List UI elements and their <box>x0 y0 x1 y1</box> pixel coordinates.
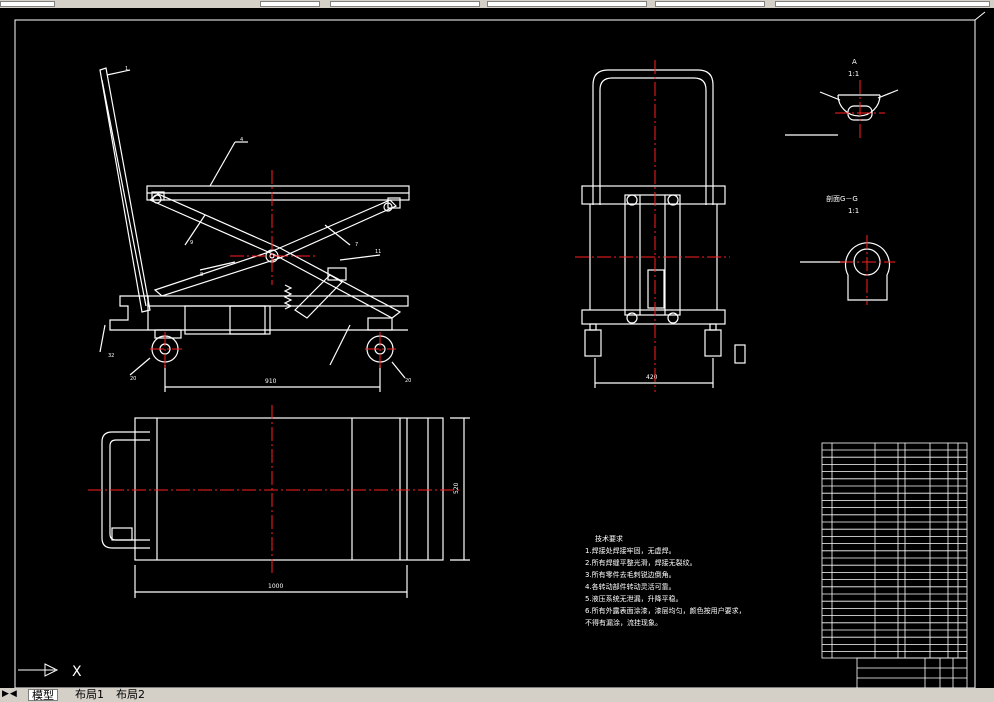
dim-width-top: 520 <box>453 482 460 494</box>
toolbar-field[interactable] <box>0 1 55 7</box>
toolbar-field[interactable] <box>260 1 320 7</box>
ucs-axis-icon <box>18 663 59 677</box>
note-item: 4.各转动部件转动灵活可靠。 <box>585 582 676 591</box>
svg-text:11: 11 <box>375 249 381 255</box>
note-item: 1.焊接处焊接牢固，无虚焊。 <box>585 546 676 555</box>
svg-text:20: 20 <box>405 378 411 384</box>
side-view <box>99 67 410 392</box>
front-view <box>581 69 746 388</box>
svg-text:9: 9 <box>190 240 193 246</box>
dim-length-top: 1000 <box>268 583 283 590</box>
parts-list <box>821 442 968 659</box>
toolbar-strip <box>0 0 994 8</box>
svg-text:4: 4 <box>240 137 243 143</box>
svg-text:7: 7 <box>355 242 358 248</box>
drawing-frame <box>14 19 976 688</box>
notes-title: 技术要求 <box>595 534 623 543</box>
tab-layout2[interactable]: 布局2 <box>116 688 145 701</box>
toolbar-field[interactable] <box>655 1 765 7</box>
layout-tabs: ▶◀ 模型 布局1 布局2 <box>0 688 994 702</box>
technical-notes: 技术要求 1.焊接处焊接牢固，无虚焊。 2.所有焊缝平整光滑，焊接无裂纹。 3.… <box>585 534 746 627</box>
tab-model[interactable]: 模型 <box>28 689 58 702</box>
view-a-title: A <box>852 58 857 66</box>
view-a-scale: 1:1 <box>848 70 859 78</box>
drawing-canvas[interactable]: 1 4 9 7 8 11 32 20 20 910 420 <box>0 8 994 688</box>
section-scale: 1:1 <box>848 207 859 215</box>
section-title: 剖面G－G <box>826 194 858 203</box>
svg-text:20: 20 <box>130 376 136 382</box>
tab-layout1[interactable]: 布局1 <box>75 688 104 701</box>
svg-text:8: 8 <box>200 272 203 278</box>
note-item: 不得有漏涂，流挂现象。 <box>585 618 662 627</box>
axis-label: X <box>72 664 82 680</box>
section-g-g <box>800 242 891 301</box>
toolbar-field[interactable] <box>775 1 990 7</box>
top-view <box>101 417 470 598</box>
note-item: 2.所有焊缝平整光滑，焊接无裂纹。 <box>585 558 697 567</box>
note-item: 6.所有外露表面涂漆，漆层均匀，颜色按用户要求， <box>585 606 746 615</box>
dim-width-front: 420 <box>646 374 658 381</box>
note-item: 5.液压系统无泄漏，升降平稳。 <box>585 594 683 603</box>
note-item: 3.所有零件去毛刺锐边倒角。 <box>585 570 676 579</box>
title-block <box>856 657 968 688</box>
dim-length-side: 910 <box>265 378 277 385</box>
svg-text:1: 1 <box>125 66 128 72</box>
centerlines <box>88 60 895 575</box>
toolbar-field[interactable] <box>487 1 647 7</box>
side-view-part-numbers: 1 4 9 7 8 11 32 20 20 <box>108 66 411 384</box>
tab-nav-arrows-icon[interactable]: ▶◀ <box>2 689 18 699</box>
svg-text:32: 32 <box>108 353 114 359</box>
toolbar-field[interactable] <box>330 1 480 7</box>
